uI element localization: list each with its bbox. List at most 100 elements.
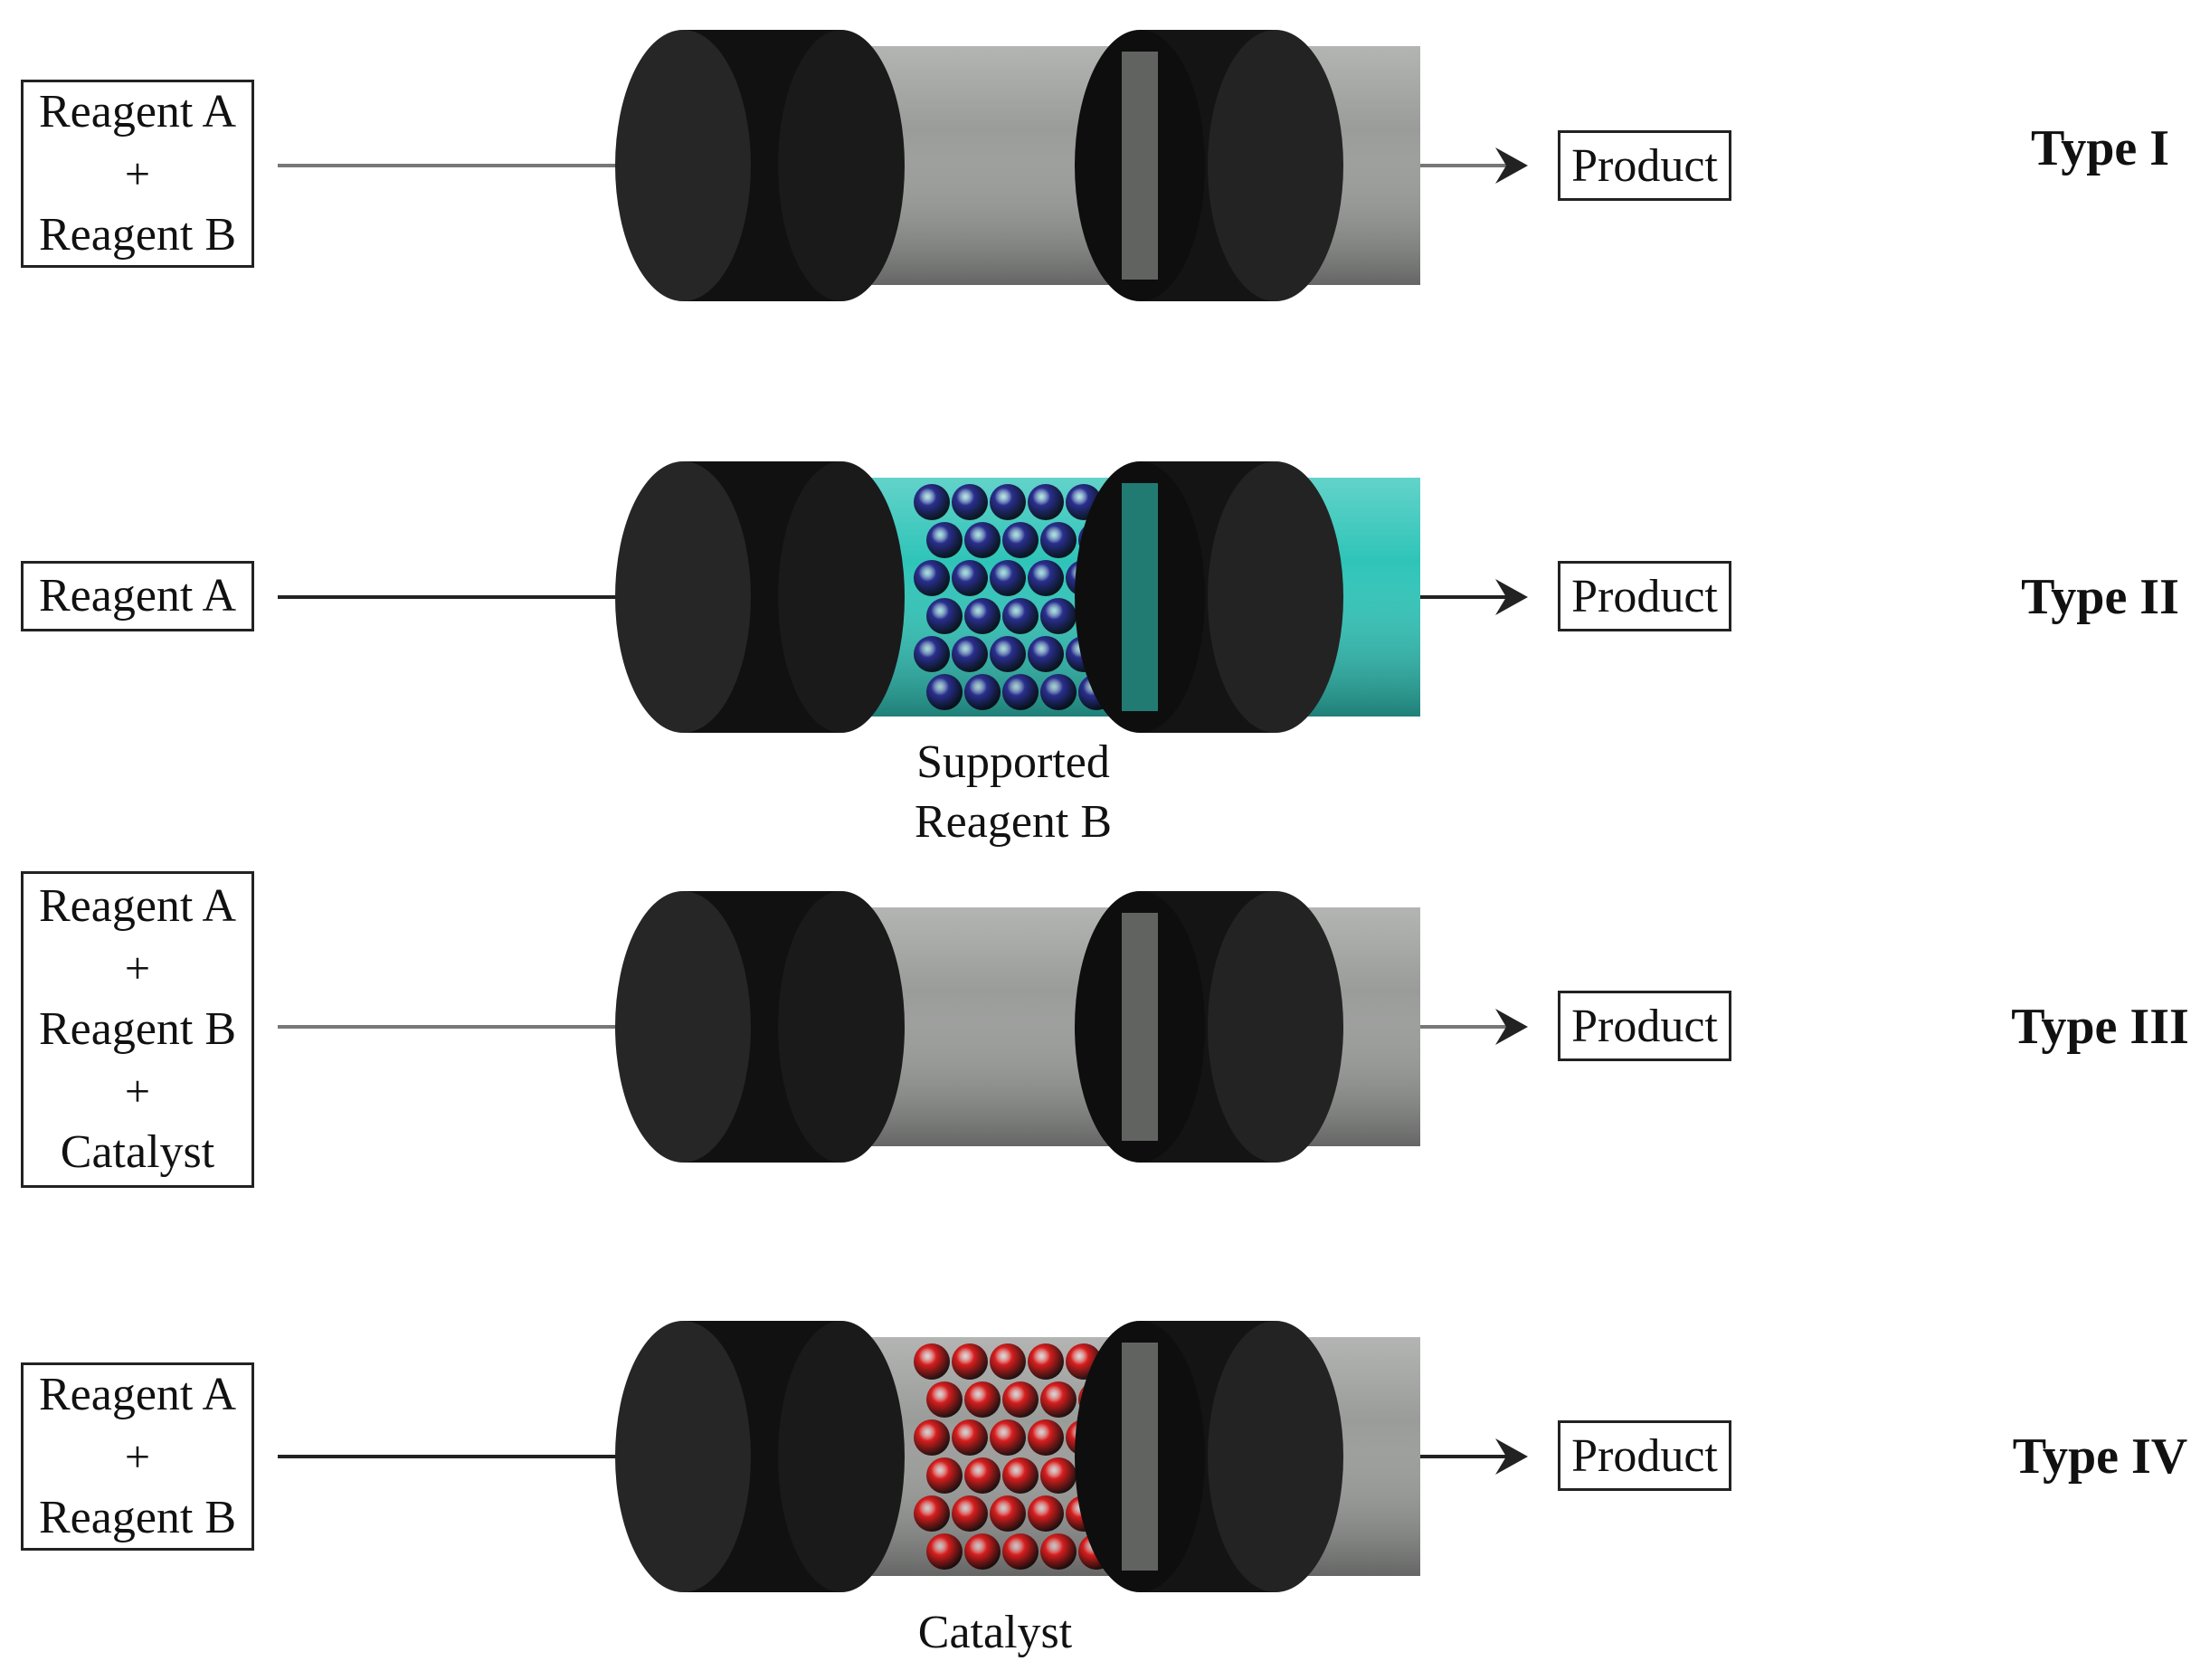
inlet-cap-face: [615, 1321, 751, 1592]
packed-bead: [1040, 1381, 1077, 1418]
outlet-cap-face: [1208, 891, 1343, 1163]
packed-bead: [1028, 1495, 1064, 1532]
packed-bead: [990, 560, 1026, 596]
packed-bead: [964, 522, 1001, 558]
flow-reactor-diagram: [278, 1321, 1528, 1592]
packed-bead: [1040, 598, 1077, 634]
packed-bead: [952, 560, 988, 596]
inlet-cap-face: [615, 30, 751, 301]
reactor-caption: Supported Reagent B: [832, 733, 1194, 852]
packed-bead: [1028, 560, 1064, 596]
packed-bead: [926, 674, 963, 710]
packed-bead: [1040, 522, 1077, 558]
caption-line: Catalyst: [917, 1607, 1073, 1658]
type-label: Type I: [2031, 120, 2169, 176]
packed-bead: [914, 560, 950, 596]
packed-bead: [914, 1419, 950, 1456]
packed-bead: [990, 1343, 1026, 1380]
tube-join: [1122, 1343, 1158, 1571]
packed-bead: [1002, 598, 1039, 634]
packed-bead: [1002, 674, 1039, 710]
type-label: Type IV: [2012, 1428, 2188, 1485]
input-box: Reagent A + Reagent B: [21, 80, 254, 268]
flow-reactor-diagram: [278, 461, 1528, 733]
packed-bead: [952, 1419, 988, 1456]
inlet-cap-rim: [778, 1321, 905, 1592]
packed-bead: [926, 522, 963, 558]
input-box: Reagent A + Reagent B: [21, 1362, 254, 1551]
plus-sign: +: [124, 1066, 151, 1116]
caption-line: Supported: [916, 736, 1110, 788]
packed-bead: [1028, 1343, 1064, 1380]
packed-bead: [1002, 1533, 1039, 1570]
packed-bead: [990, 636, 1026, 672]
packed-bead: [952, 484, 988, 520]
packed-bead: [964, 1381, 1001, 1418]
inlet-cap-face: [615, 891, 751, 1163]
reactor-row-type-2: Reagent A Product Type II Supported Reag…: [0, 425, 2210, 848]
packed-bead: [914, 1343, 950, 1380]
reactor-row-type-4: Reagent A + Reagent B Product Type IV Ca…: [0, 1276, 2210, 1680]
input-line: Reagent A: [38, 1369, 237, 1420]
packed-bead: [952, 1343, 988, 1380]
reactor-caption: Catalyst: [814, 1603, 1176, 1663]
outlet-cap-face: [1208, 1321, 1343, 1592]
input-line: Reagent B: [38, 1003, 237, 1055]
packed-bead: [964, 1533, 1001, 1570]
packed-bead: [1002, 1381, 1039, 1418]
packed-bead: [914, 484, 950, 520]
product-box: Product: [1558, 1420, 1731, 1491]
packed-bead: [990, 1419, 1026, 1456]
packed-bead: [1028, 484, 1064, 520]
packed-bead: [952, 1495, 988, 1532]
packed-bead: [1040, 1457, 1077, 1494]
flow-reactor-diagram: [278, 30, 1528, 301]
packed-bead: [990, 1495, 1026, 1532]
inlet-cap-rim: [778, 461, 905, 733]
packed-bead: [964, 598, 1001, 634]
product-label: Product: [1571, 139, 1718, 192]
packed-bead: [926, 1533, 963, 1570]
packed-bead: [1028, 636, 1064, 672]
packed-bead: [964, 674, 1001, 710]
product-box: Product: [1558, 991, 1731, 1061]
input-line: Catalyst: [60, 1126, 215, 1178]
input-line: Reagent B: [38, 1492, 237, 1543]
packed-bead: [914, 1495, 950, 1532]
input-line: Reagent A: [38, 880, 237, 932]
input-line: Reagent B: [38, 209, 237, 261]
product-label: Product: [1571, 1000, 1718, 1052]
outlet-cap-face: [1208, 461, 1343, 733]
inlet-cap-face: [615, 461, 751, 733]
packed-bead: [952, 636, 988, 672]
packed-bead: [1040, 1533, 1077, 1570]
tube-join: [1122, 52, 1158, 280]
caption-line: Reagent B: [914, 796, 1113, 848]
reactor-row-type-3: Reagent A + Reagent B + Catalyst Product…: [0, 855, 2210, 1235]
plus-sign: +: [124, 943, 151, 993]
packed-bead: [1028, 1419, 1064, 1456]
reactor-row-type-1: Reagent A + Reagent B Product Type I: [0, 0, 2210, 344]
packed-bead: [990, 484, 1026, 520]
product-label: Product: [1571, 1429, 1718, 1482]
packed-bead: [1002, 522, 1039, 558]
packed-bead: [926, 1457, 963, 1494]
input-line: Reagent A: [38, 86, 237, 138]
input-box: Reagent A + Reagent B + Catalyst: [21, 871, 254, 1188]
type-label: Type III: [2011, 999, 2189, 1055]
product-label: Product: [1571, 570, 1718, 622]
packed-bead: [926, 1381, 963, 1418]
plus-sign: +: [124, 1431, 151, 1482]
input-box: Reagent A: [21, 561, 254, 631]
packed-bead: [914, 636, 950, 672]
input-line: Reagent A: [38, 570, 237, 622]
packed-bead: [964, 1457, 1001, 1494]
type-label: Type II: [2021, 569, 2179, 625]
outlet-cap-face: [1208, 30, 1343, 301]
inlet-cap-rim: [778, 30, 905, 301]
packed-bead: [926, 598, 963, 634]
packed-bead: [1040, 674, 1077, 710]
plus-sign: +: [124, 148, 151, 199]
product-box: Product: [1558, 130, 1731, 201]
inlet-cap-rim: [778, 891, 905, 1163]
